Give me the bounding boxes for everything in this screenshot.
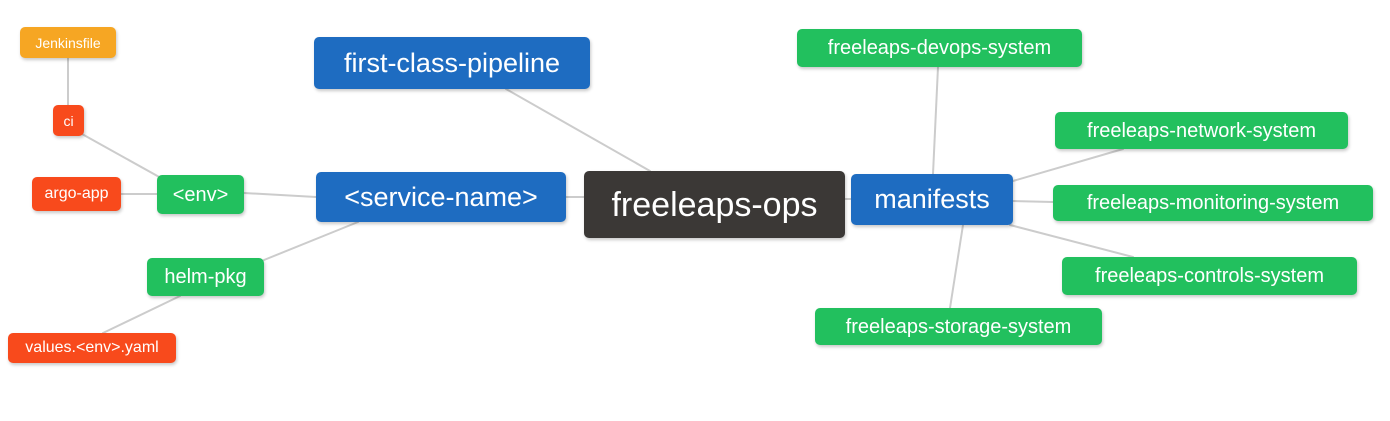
- node-freeleaps-devops-system[interactable]: freeleaps-devops-system: [797, 29, 1082, 67]
- edge-manifests-to-freeleaps-network-system: [1012, 148, 1124, 182]
- edge-first-class-pipeline-to-freeleaps-ops: [505, 88, 651, 172]
- node-freeleaps-storage-system[interactable]: freeleaps-storage-system: [815, 308, 1102, 345]
- node-helm-pkg[interactable]: helm-pkg: [147, 258, 264, 296]
- node-jenkinsfile[interactable]: Jenkinsfile: [20, 27, 116, 58]
- edge-manifests-to-freeleaps-controls-system: [1009, 224, 1134, 258]
- edge-env-to-service-name: [243, 192, 317, 198]
- node-freeleaps-ops[interactable]: freeleaps-ops: [584, 171, 845, 238]
- node-values-env-yaml[interactable]: values.<env>.yaml: [8, 333, 176, 363]
- node-service-name[interactable]: <service-name>: [316, 172, 566, 222]
- node-first-class-pipeline[interactable]: first-class-pipeline: [314, 37, 590, 89]
- edge-ci-to-env: [81, 133, 171, 184]
- node-argo-app[interactable]: argo-app: [32, 177, 121, 211]
- edge-values-env-yaml-to-helm-pkg: [102, 295, 181, 334]
- edge-manifests-to-freeleaps-monitoring-system: [1012, 200, 1054, 203]
- node-freeleaps-network-system[interactable]: freeleaps-network-system: [1055, 112, 1348, 149]
- edge-helm-pkg-to-service-name: [263, 221, 359, 261]
- node-ci[interactable]: ci: [53, 105, 84, 136]
- node-freeleaps-monitoring-system[interactable]: freeleaps-monitoring-system: [1053, 185, 1373, 221]
- edge-manifests-to-freeleaps-storage-system: [949, 224, 964, 309]
- node-freeleaps-controls-system[interactable]: freeleaps-controls-system: [1062, 257, 1357, 295]
- edge-manifests-to-freeleaps-devops-system: [932, 66, 939, 175]
- node-env[interactable]: <env>: [157, 175, 244, 214]
- node-manifests[interactable]: manifests: [851, 174, 1013, 225]
